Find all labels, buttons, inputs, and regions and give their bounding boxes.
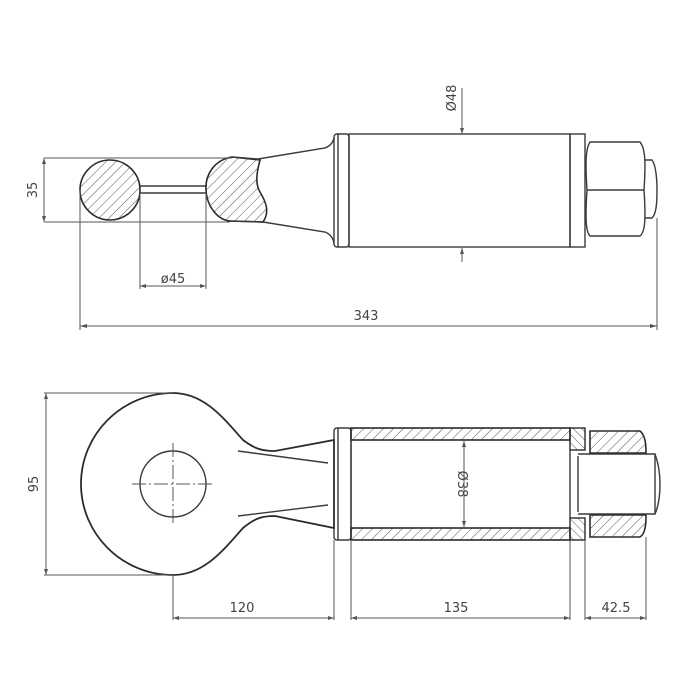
top-view: 35 ø45 Ø48 343 xyxy=(26,85,658,330)
dim-120: 120 xyxy=(230,601,255,616)
hex-nut xyxy=(585,141,646,237)
collar-right xyxy=(569,133,586,248)
dim-42-5: 42.5 xyxy=(602,601,631,616)
bolt-end xyxy=(578,453,661,515)
dim-phi38: Ø38 xyxy=(454,471,469,498)
collar-left-section xyxy=(333,427,352,541)
dim-135: 135 xyxy=(444,601,469,616)
dim-phi45: ø45 xyxy=(161,272,186,287)
shank xyxy=(231,137,335,160)
eye-section-right xyxy=(205,156,268,223)
dim-343: 343 xyxy=(354,309,379,324)
dim-35: 35 xyxy=(26,182,41,199)
dim-95: 95 xyxy=(27,476,42,493)
body-cylinder xyxy=(348,133,571,248)
dim-phi48: Ø48 xyxy=(445,85,460,112)
bottom-view: Ø38 95 120 135 42.5 xyxy=(27,392,661,620)
collar-left xyxy=(333,133,350,248)
end-cap xyxy=(645,159,658,219)
eye-section-left xyxy=(79,159,141,221)
